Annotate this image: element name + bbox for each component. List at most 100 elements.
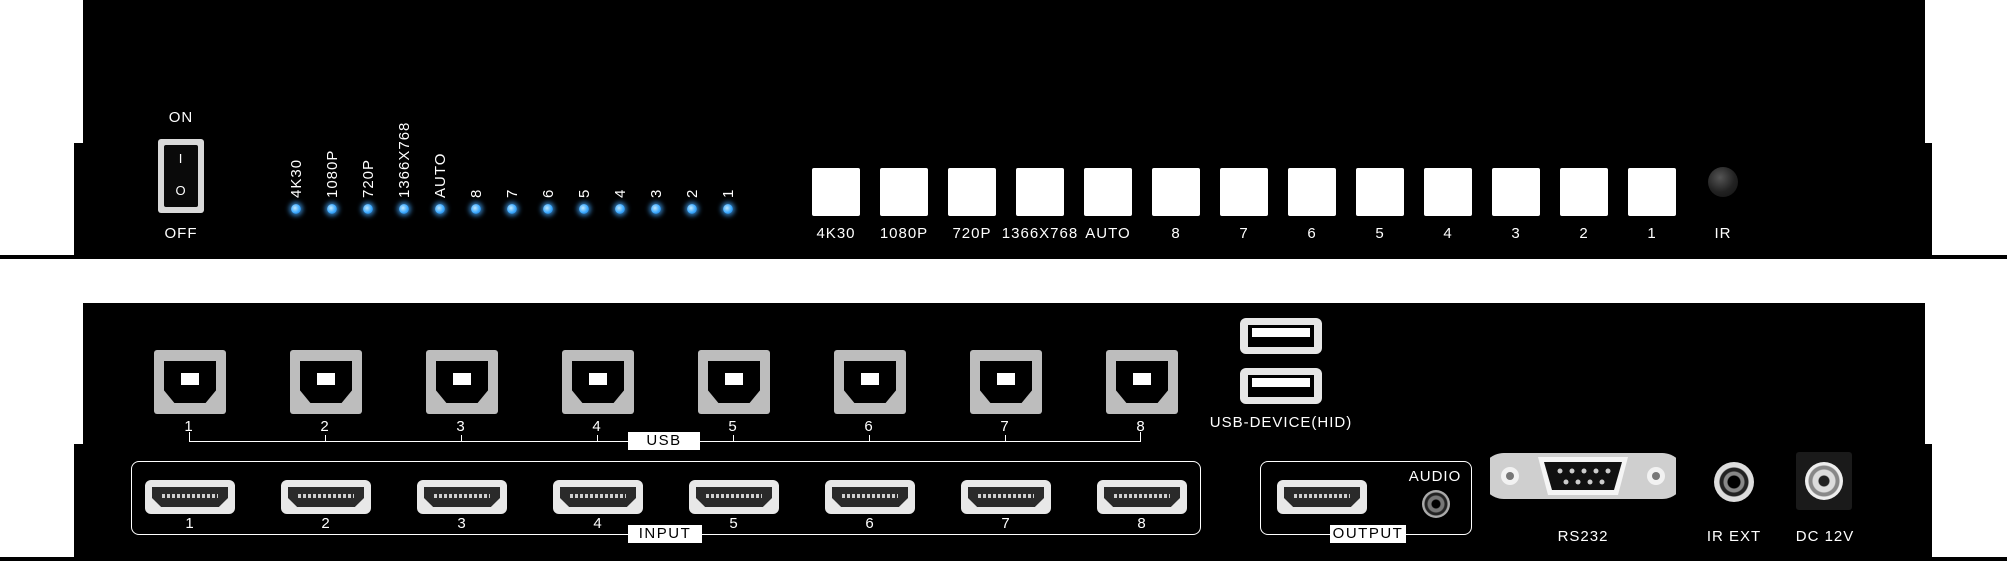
hdmi-input-port[interactable] [825,480,915,514]
usb-a-port-top[interactable] [1240,318,1322,354]
power-switch[interactable]: I O [158,139,204,213]
select-button[interactable] [1628,168,1676,216]
output-group-label: OUTPUT [1330,525,1406,543]
usb-b-tongue [317,373,335,385]
select-button[interactable] [1016,168,1064,216]
rear-panel [83,303,1925,560]
hdmi-input-pins [162,494,218,498]
indicator-label: 1080P [324,149,341,198]
usb-a-socket-top [1248,325,1314,347]
usb-device-label: USB-DEVICE(HID) [1209,414,1353,431]
usb-port-number: 2 [320,418,330,435]
select-button[interactable] [1288,168,1336,216]
hdmi-input-socket [968,487,1044,507]
usb-a-tongue-top [1252,328,1310,337]
hdmi-input-number: 1 [185,515,195,532]
select-button-label: 1 [1647,225,1657,242]
usb-b-tongue [997,373,1015,385]
usb-b-port[interactable] [426,350,498,414]
usb-b-tongue [589,373,607,385]
select-button[interactable] [1560,168,1608,216]
hdmi-output-port[interactable] [1277,480,1367,514]
usb-b-tongue [861,373,879,385]
hdmi-input-socket [696,487,772,507]
usb-b-socket [572,361,624,403]
power-on-label: ON [168,109,194,126]
select-button[interactable] [1356,168,1404,216]
hdmi-input-pins [434,494,490,498]
hdmi-input-port[interactable] [281,480,371,514]
usb-b-port[interactable] [154,350,226,414]
select-button-label: 3 [1511,225,1521,242]
indicator-led [507,204,517,214]
select-button[interactable] [1220,168,1268,216]
usb-b-socket [844,361,896,403]
usb-port-number: 7 [1000,418,1010,435]
input-group-label: INPUT [628,525,702,543]
ir-label: IR [1714,225,1732,242]
usb-b-port[interactable] [562,350,634,414]
select-button-label: 2 [1579,225,1589,242]
select-button[interactable] [1152,168,1200,216]
usb-b-socket [436,361,488,403]
usb-bracket-tick [733,435,734,441]
hdmi-input-pins [842,494,898,498]
hdmi-input-pins [570,494,626,498]
select-button-label: AUTO [1085,225,1131,242]
hdmi-input-pins [298,494,354,498]
audio-jack-port[interactable] [1422,490,1450,518]
indicator-label: AUTO [432,152,449,198]
select-button-label: 8 [1171,225,1181,242]
select-button-label: 1366X768 [1001,225,1079,242]
select-button[interactable] [1492,168,1540,216]
hdmi-output-pins [1294,494,1350,498]
hdmi-input-socket [288,487,364,507]
indicator-led [363,204,373,214]
indicator-led [543,204,553,214]
hdmi-input-port[interactable] [417,480,507,514]
usb-b-tongue [181,373,199,385]
indicator-led [435,204,445,214]
usb-a-tongue-bottom [1252,378,1310,387]
usb-b-socket [1116,361,1168,403]
power-off-symbol: O [175,183,187,198]
audio-label: AUDIO [1408,468,1462,485]
hdmi-input-port[interactable] [1097,480,1187,514]
indicator-led [291,204,301,214]
select-button-label: 5 [1375,225,1385,242]
hdmi-input-port[interactable] [689,480,779,514]
indicator-led [327,204,337,214]
rs232-connector [1490,453,1676,499]
hdmi-input-port[interactable] [145,480,235,514]
rs232-port[interactable] [1490,447,1676,505]
select-button[interactable] [1084,168,1132,216]
usb-b-port[interactable] [834,350,906,414]
select-button[interactable] [948,168,996,216]
indicator-led [651,204,661,214]
usb-bracket-tick [597,435,598,441]
hdmi-input-port[interactable] [553,480,643,514]
usb-port-number: 6 [864,418,874,435]
usb-b-port[interactable] [290,350,362,414]
hdmi-input-number: 3 [457,515,467,532]
usb-port-number: 8 [1136,418,1146,435]
usb-a-port-bottom[interactable] [1240,368,1322,404]
dc-power-jack[interactable] [1796,452,1852,510]
select-button[interactable] [1424,168,1472,216]
indicator-led [399,204,409,214]
hdmi-input-port[interactable] [961,480,1051,514]
power-on-symbol: I [178,151,184,166]
indicator-label: 4 [612,188,629,198]
select-button[interactable] [812,168,860,216]
hdmi-input-number: 5 [729,515,739,532]
ir-ext-label: IR EXT [1706,528,1762,545]
select-button[interactable] [880,168,928,216]
select-button-label: 1080P [879,225,929,242]
ir-ext-jack[interactable] [1714,462,1754,502]
usb-b-port[interactable] [698,350,770,414]
usb-b-port[interactable] [1106,350,1178,414]
usb-b-port[interactable] [970,350,1042,414]
usb-bracket-tick [1005,435,1006,441]
select-button-label: 6 [1307,225,1317,242]
dc-label: DC 12V [1795,528,1855,545]
